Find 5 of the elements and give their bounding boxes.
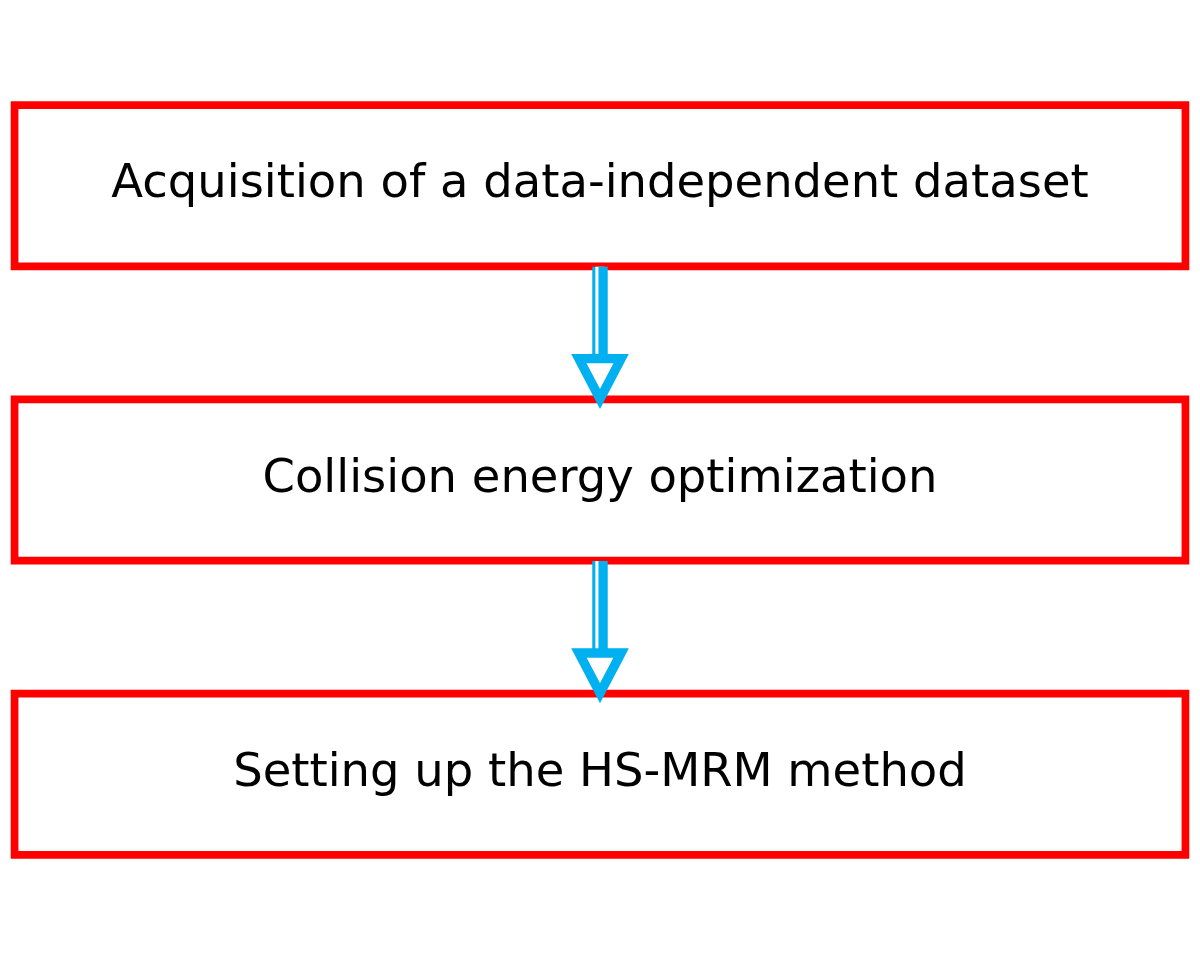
arrow (571, 266, 629, 409)
node-box: Acquisition of a data-independent dataset (10, 100, 1190, 270)
node-box: Collision energy optimization (10, 395, 1190, 564)
node-box: Setting up the HS-MRM method (10, 689, 1190, 859)
arrow (571, 560, 629, 703)
